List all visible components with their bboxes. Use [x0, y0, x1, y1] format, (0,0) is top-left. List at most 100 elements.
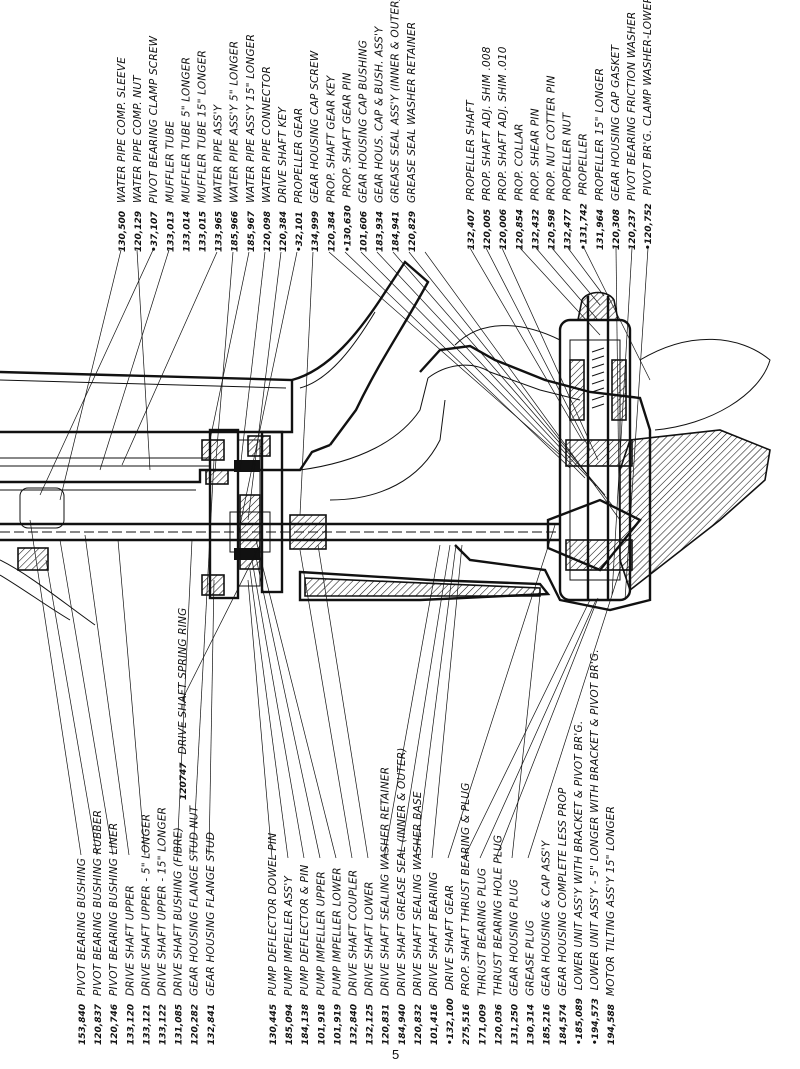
part-number: 132,841: [207, 1004, 217, 1045]
bottom-right-part-label: •194,573LOWER UNIT ASS'Y - 5" LONGER WIT…: [589, 649, 601, 1045]
bottom-left-part-label: 133,120DRIVE SHAFT UPPER: [124, 885, 136, 1045]
part-name: DRIVE SHAFT UPPER - 5" LONGER: [140, 814, 152, 996]
part-number: 120,237: [628, 208, 638, 250]
bottom-right-part-label: 101,919PUMP IMPELLER LOWER: [331, 867, 343, 1045]
right-part-label: 132,407PROPELLER SHAFT: [465, 99, 477, 250]
part-name: THRUST BEARING HOLE PLUG: [492, 835, 504, 996]
part-number: 133,120: [126, 1004, 136, 1045]
part-name: DRIVE SHAFT COUPLER: [348, 870, 360, 996]
part-number: 120,854: [515, 209, 525, 250]
part-name: GEAR HOUSING PLUG: [509, 879, 521, 996]
bottom-right-part-label: 132,125DRIVE SHAFT LOWER: [364, 881, 376, 1045]
bottom-right-part-label: 185,094 PUMP IMPELLER ASS'Y: [283, 875, 295, 1045]
bottom-left-part-label: 120,746 PIVOT BEARING BUSHING LINER: [108, 823, 120, 1045]
part-number: •185,089: [575, 998, 585, 1045]
part-name: PIVOT BEARING BUSHING RUBBER: [92, 810, 104, 996]
part-number: 120,384: [279, 211, 289, 252]
part-name: PUMP IMPELLER UPPER: [315, 871, 327, 996]
part-number: 185,966: [231, 211, 241, 252]
part-name: WATER PIPE ASS'Y 15" LONGER: [245, 34, 257, 203]
part-name: PROP. SHEAR PIN: [529, 108, 541, 201]
bottom-right-part-label: •132,100DRIVE SHAFT GEAR: [444, 885, 456, 1045]
bottom-right-part-label: 130,445PUMP DEFLECTOR DOWEL PIN: [267, 833, 279, 1045]
part-number: 120,006: [499, 209, 509, 250]
part-number: 120747: [179, 762, 189, 800]
leader-lines: [29, 247, 651, 859]
right-part-label: 120,598PROP. NUT COTTER PIN: [546, 75, 558, 250]
part-number: 133,965: [215, 211, 225, 252]
right-part-label: 131,964PROPELLER 15" LONGER: [594, 68, 606, 250]
part-number: 131,085: [175, 1004, 185, 1045]
top-part-label: 133,015MUFFLER TUBE 15" LONGER: [197, 50, 209, 252]
part-name: PROPELLER: [578, 133, 590, 195]
part-number: 101,606: [360, 211, 370, 252]
right-part-label: •120,752 PIVOT BR'G. CLAMP WASHER-LOWER: [642, 0, 654, 250]
part-name: PIVOT BR'G. CLAMP WASHER-LOWER: [642, 0, 654, 195]
top-part-label: 185,966 WATER PIPE ASS'Y 5" LONGER: [229, 41, 241, 252]
part-name: PIVOT BEARING BUSHING LINER: [108, 823, 120, 996]
part-number: 132,840: [350, 1004, 360, 1045]
part-name: DRIVE SHAFT BUSHING (FIBRE): [173, 827, 185, 996]
part-name: PROP. SHAFT GEAR PIN: [341, 72, 353, 197]
part-name: LOWER UNIT ASS'Y WITH BRACKET & PIVOT BR…: [573, 721, 585, 991]
part-name: PROP. SHAFT ADJ. SHIM .010: [497, 46, 509, 201]
top-part-label: 120,129WATER PIPE COMP. NUT: [132, 74, 144, 252]
bottom-left-part-label: 133,121DRIVE SHAFT UPPER - 5" LONGER: [140, 814, 152, 1045]
bottom-left-part-label: 120,837PIVOT BEARING BUSHING RUBBER: [92, 810, 104, 1045]
part-name: MOTOR TILTING ASS'Y 15" LONGER: [605, 806, 617, 996]
bottom-right-part-label: 194,588MOTOR TILTING ASS'Y 15" LONGER: [605, 806, 617, 1045]
bottom-right-part-label: 101,918PUMP IMPELLER UPPER: [315, 871, 327, 1045]
part-name: PROPELLER GEAR: [293, 108, 305, 204]
part-number: 185,967: [247, 210, 257, 252]
part-number: 184,574: [559, 1004, 569, 1045]
part-number: 185,216: [543, 1004, 553, 1045]
part-name: GEAR HOUSING CAP SCREW: [309, 50, 321, 203]
part-number: 120,746: [110, 1004, 120, 1045]
part-name: PUMP IMPELLER ASS'Y: [283, 875, 295, 996]
part-number: 101,919: [333, 1004, 343, 1045]
part-number: 183,934: [376, 211, 386, 252]
part-name: GEAR HOUSING COMPLETE LESS PROP: [557, 787, 569, 996]
part-name: WATER PIPE ASS'Y 5" LONGER: [229, 41, 241, 203]
part-number: •194,573: [591, 998, 601, 1045]
bottom-right-part-label: 120,832DRIVE SHAFT SEALING WASHER BASE: [412, 791, 424, 1045]
top-part-label: 120,098WATER PIPE CONNECTOR: [261, 66, 273, 252]
part-number: 120,005: [483, 209, 493, 250]
part-number: 130,314: [527, 1004, 537, 1045]
top-part-label: •37,107PIVOT BEARING CLAMP SCREW: [148, 35, 160, 252]
part-name: PUMP DEFLECTOR & PIN: [299, 865, 311, 996]
right-part-label: 120,006 PROP. SHAFT ADJ. SHIM .010: [497, 46, 509, 250]
bottom-right-part-label: 131,250GEAR HOUSING PLUG: [509, 879, 521, 1045]
part-number: 185,094: [285, 1004, 295, 1045]
right-part-label: 120,005PROP. SHAFT ADJ. SHIM .008: [481, 46, 493, 250]
right-part-label: 120,854PROP. COLLAR: [513, 123, 525, 250]
part-name: MUFFLER TUBE: [164, 121, 176, 203]
part-name: WATER PIPE COMP. SLEEVE: [116, 57, 128, 203]
top-part-label: 184,941GREASE SEAL ASS'Y (INNER & OUTER): [390, 0, 402, 252]
part-number: •130,630: [343, 205, 353, 252]
part-name: PIVOT BEARING BUSHING: [76, 858, 88, 996]
part-number: 120,282: [191, 1004, 201, 1045]
bottom-left-part-label: 120,282GEAR HOUSING FLANGE STUD NUT: [189, 804, 201, 1045]
part-number: 101,416: [430, 1004, 440, 1045]
part-name: WATER PIPE COMP. NUT: [132, 74, 144, 203]
part-number: 120,829: [408, 211, 418, 252]
part-name: PROP. NUT COTTER PIN: [546, 75, 558, 201]
part-name: PROPELLER 15" LONGER: [594, 68, 606, 201]
bottom-right-part-label: 184,940DRIVE SHAFT GREASE SEAL (INNER & …: [396, 747, 408, 1045]
part-name: GREASE PLUG: [525, 920, 537, 996]
part-number: 133,015: [199, 211, 209, 252]
part-name: DRIVE SHAFT SEALING WASHER RETAINER: [380, 767, 392, 996]
top-part-label: •32,101PROPELLER GEAR: [293, 108, 305, 252]
part-name: PROP. SHAFT GEAR KEY: [325, 74, 337, 203]
top-part-label: •130,630 PROP. SHAFT GEAR PIN: [341, 72, 353, 252]
part-name: DRIVE SHAFT LOWER: [364, 881, 376, 996]
top-part-label: 120,829GREASE SEAL WASHER RETAINER: [406, 22, 418, 252]
part-number: 120,098: [263, 211, 273, 252]
part-number: •120,752: [644, 203, 654, 250]
part-name: GEAR HOUSING CAP GASKET: [610, 43, 622, 201]
top-part-label: 133,965 WATER PIPE ASS'Y: [213, 103, 225, 252]
part-number: 120,831: [382, 1004, 392, 1045]
part-name: WATER PIPE ASS'Y: [213, 103, 225, 203]
